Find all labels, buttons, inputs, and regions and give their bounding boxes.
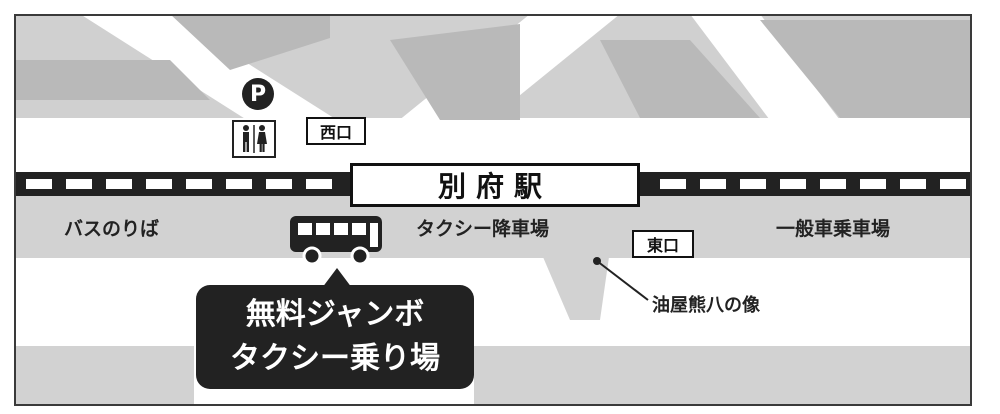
taxi-dropoff-label: タクシー降車場 <box>416 218 550 240</box>
railway-ties <box>26 179 966 189</box>
parking-letter: P <box>249 81 267 107</box>
block-n2 <box>390 24 520 120</box>
general-dropoff-label: 一般車乗車場 <box>776 218 891 240</box>
bus-stop-label: バスのりば <box>64 218 160 240</box>
callout-line-2: タクシー乗り場 <box>230 341 440 376</box>
bus-icon <box>290 216 382 266</box>
block-s <box>474 346 674 406</box>
parking-icon: P <box>242 78 274 110</box>
block-se <box>652 346 972 406</box>
statue-leader-line <box>596 260 649 301</box>
block-nw <box>14 60 210 100</box>
block-n3 <box>600 40 760 118</box>
south-road <box>14 258 972 348</box>
west-exit-label: 西口 <box>306 117 366 145</box>
block-sw <box>14 346 194 406</box>
free-jumbo-taxi-callout: 無料ジャンボ タクシー乗り場 <box>196 285 474 389</box>
block-n1 <box>170 14 330 70</box>
block-ne <box>760 20 972 118</box>
statue-label: 油屋熊八の像 <box>652 295 760 316</box>
restroom-figures-icon <box>243 125 267 153</box>
restroom-icon <box>232 120 276 158</box>
road-north-frontage <box>14 118 972 160</box>
callout-line-1: 無料ジャンボ <box>245 297 425 332</box>
callout-pointer <box>322 268 352 288</box>
station-name: 別府駅 <box>350 163 640 207</box>
east-exit-label: 東口 <box>632 230 694 258</box>
